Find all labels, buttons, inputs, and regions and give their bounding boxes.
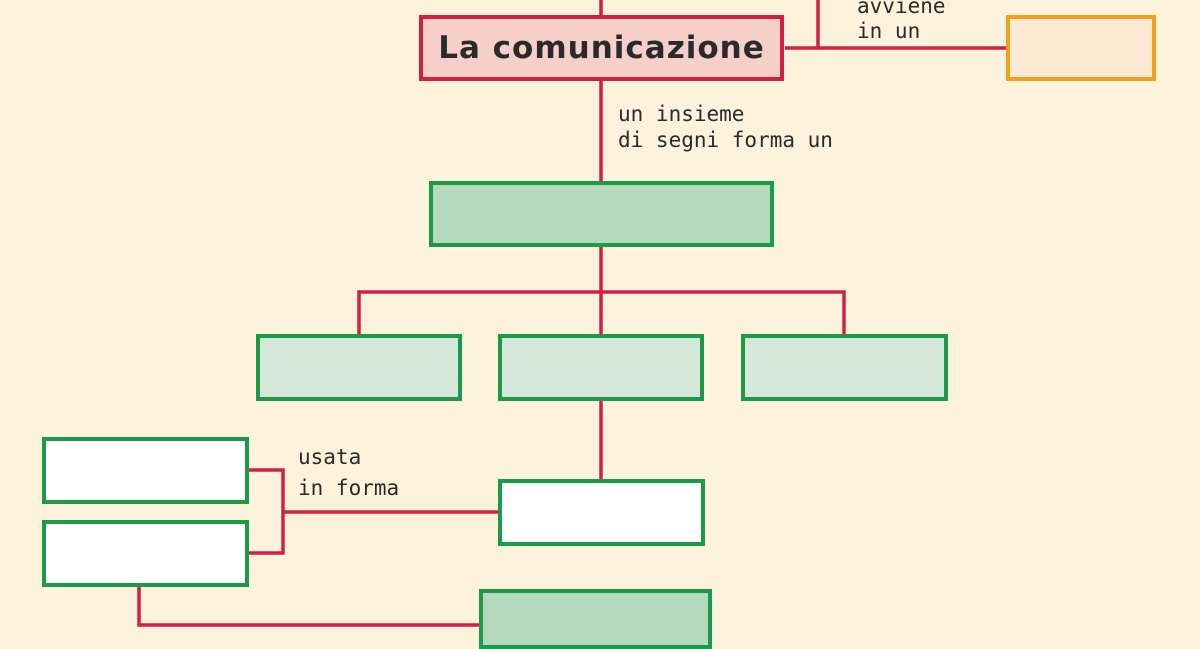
connector-branch: [357, 290, 846, 334]
connector-lines: [137, 0, 1006, 627]
segni-box[interactable]: [429, 181, 774, 247]
form-box-top[interactable]: [42, 437, 249, 504]
label-insieme-line2: di segni forma un: [618, 128, 833, 152]
label-insieme-line1: un insieme: [618, 102, 745, 126]
orange-box[interactable]: [1006, 15, 1156, 81]
branch-box-right[interactable]: [741, 334, 948, 401]
label-usata-line1: usata: [298, 445, 362, 469]
label-usata-line2: in forma: [298, 476, 400, 500]
lower-box[interactable]: [498, 479, 705, 546]
form-box-bottom[interactable]: [42, 520, 249, 587]
connector-bottom: [137, 587, 480, 627]
connector-bracket: [249, 468, 285, 555]
label-avviene-line2: in un: [857, 19, 921, 43]
label-avviene-line1: avviene: [857, 0, 946, 18]
bottom-box[interactable]: [479, 589, 712, 649]
title-text: La comunicazione: [438, 30, 765, 66]
branch-box-left[interactable]: [256, 334, 462, 401]
branch-box-center[interactable]: [498, 334, 704, 401]
title-box: La comunicazione: [419, 15, 784, 81]
connector-avviene: [785, 0, 820, 50]
